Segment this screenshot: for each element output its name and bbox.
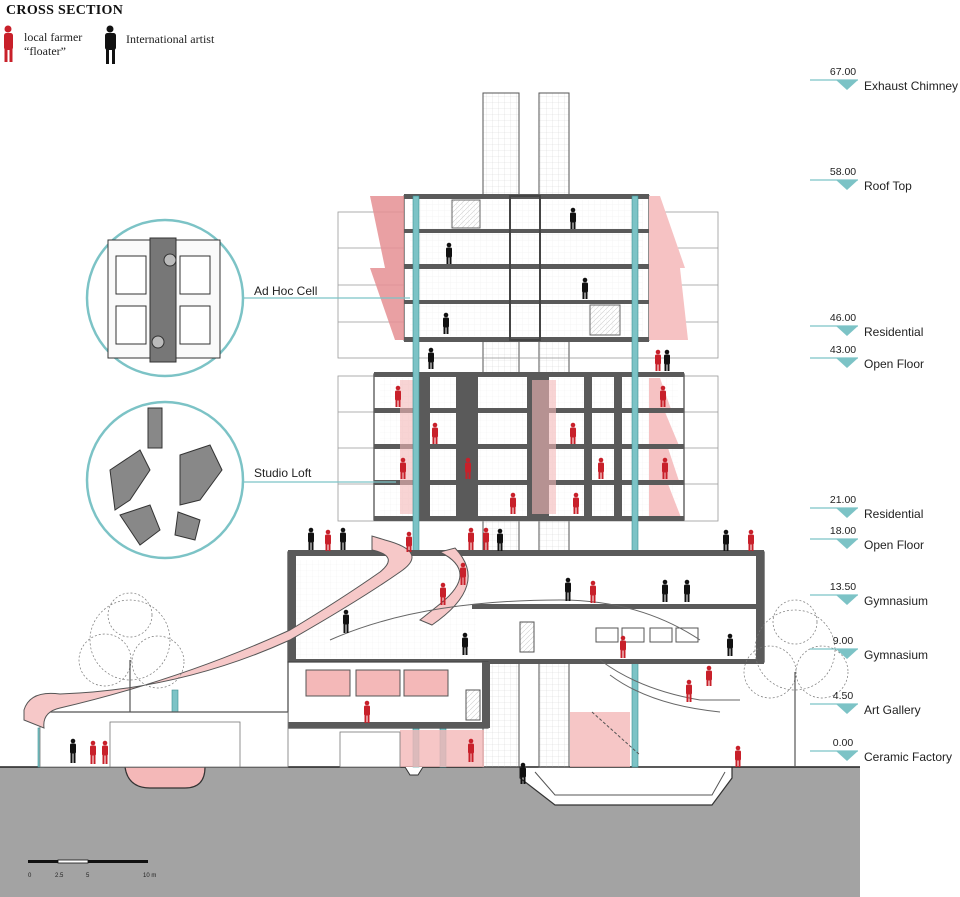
tree-right bbox=[743, 599, 849, 767]
scale-bar bbox=[28, 859, 148, 864]
level-triangle-icon bbox=[836, 326, 858, 336]
level-triangle-icon bbox=[836, 649, 858, 659]
legend-label-line2: “floater” bbox=[24, 44, 66, 58]
level-name: Residential bbox=[864, 325, 924, 339]
legend-label-line1: International artist bbox=[126, 32, 215, 46]
legend-local-farmer: local farmer “floater” bbox=[24, 30, 82, 58]
ground-mass bbox=[0, 766, 860, 897]
level-triangle-icon bbox=[836, 80, 858, 90]
legend-international-artist: International artist bbox=[126, 32, 214, 46]
local-farmer-figures bbox=[90, 349, 754, 767]
level-triangle-icon bbox=[836, 508, 858, 518]
level-value: 67.00 bbox=[829, 66, 857, 78]
level-triangle-icon bbox=[836, 180, 858, 190]
level-value: 46.00 bbox=[829, 312, 857, 324]
level-markers bbox=[810, 79, 858, 761]
level-name: Art Gallery bbox=[864, 703, 921, 717]
level-value: 43.00 bbox=[829, 344, 857, 356]
page-title: CROSS SECTION bbox=[6, 3, 124, 18]
level-value: 21.00 bbox=[829, 494, 857, 506]
level-name: Roof Top bbox=[864, 179, 912, 193]
callout-ad-hoc-cell-detail bbox=[85, 218, 245, 378]
level-name: Residential bbox=[864, 507, 924, 521]
scale-tick-0: 0 bbox=[28, 873, 32, 879]
level-value: 13.50 bbox=[829, 581, 857, 593]
callout-label-ad-hoc-cell: Ad Hoc Cell bbox=[254, 284, 318, 298]
legend-black-figure-icon bbox=[105, 25, 116, 64]
podium-block bbox=[287, 550, 765, 767]
ceramic-factory-floor bbox=[39, 711, 401, 768]
level-name: Gymnasium bbox=[864, 648, 929, 662]
level-name: Open Floor bbox=[864, 357, 925, 371]
level-value: 9.00 bbox=[832, 635, 854, 647]
spiral-ramp bbox=[23, 535, 740, 729]
scale-tick-5: 5 bbox=[86, 873, 90, 879]
level-value: 18.00 bbox=[829, 525, 857, 537]
callout-label-studio-loft: Studio Loft bbox=[254, 466, 312, 480]
legend-label-line1: local farmer bbox=[24, 30, 83, 44]
level-name: Ceramic Factory bbox=[864, 750, 953, 764]
level-value: 4.50 bbox=[832, 690, 854, 702]
upper-residential-block bbox=[370, 194, 688, 342]
level-name: Open Floor bbox=[864, 538, 925, 552]
international-artist-figures bbox=[70, 207, 733, 784]
scale-tick-2-5: 2.5 bbox=[55, 873, 64, 879]
level-value: 58.00 bbox=[829, 166, 857, 178]
level-triangle-icon bbox=[836, 358, 858, 368]
level-triangle-icon bbox=[836, 595, 858, 605]
scale-tick-10m: 10 m bbox=[143, 873, 157, 879]
tree-left bbox=[78, 592, 185, 712]
level-name: Gymnasium bbox=[864, 594, 929, 608]
level-triangle-icon bbox=[836, 704, 858, 714]
level-triangle-icon bbox=[836, 751, 858, 761]
legend-red-figure-icon bbox=[4, 25, 13, 62]
level-value: 0.00 bbox=[832, 737, 854, 749]
level-triangle-icon bbox=[836, 539, 858, 549]
callout-studio-loft-detail bbox=[85, 400, 245, 560]
level-name: Exhaust Chimney bbox=[864, 79, 959, 93]
callout-leaders bbox=[241, 297, 410, 483]
